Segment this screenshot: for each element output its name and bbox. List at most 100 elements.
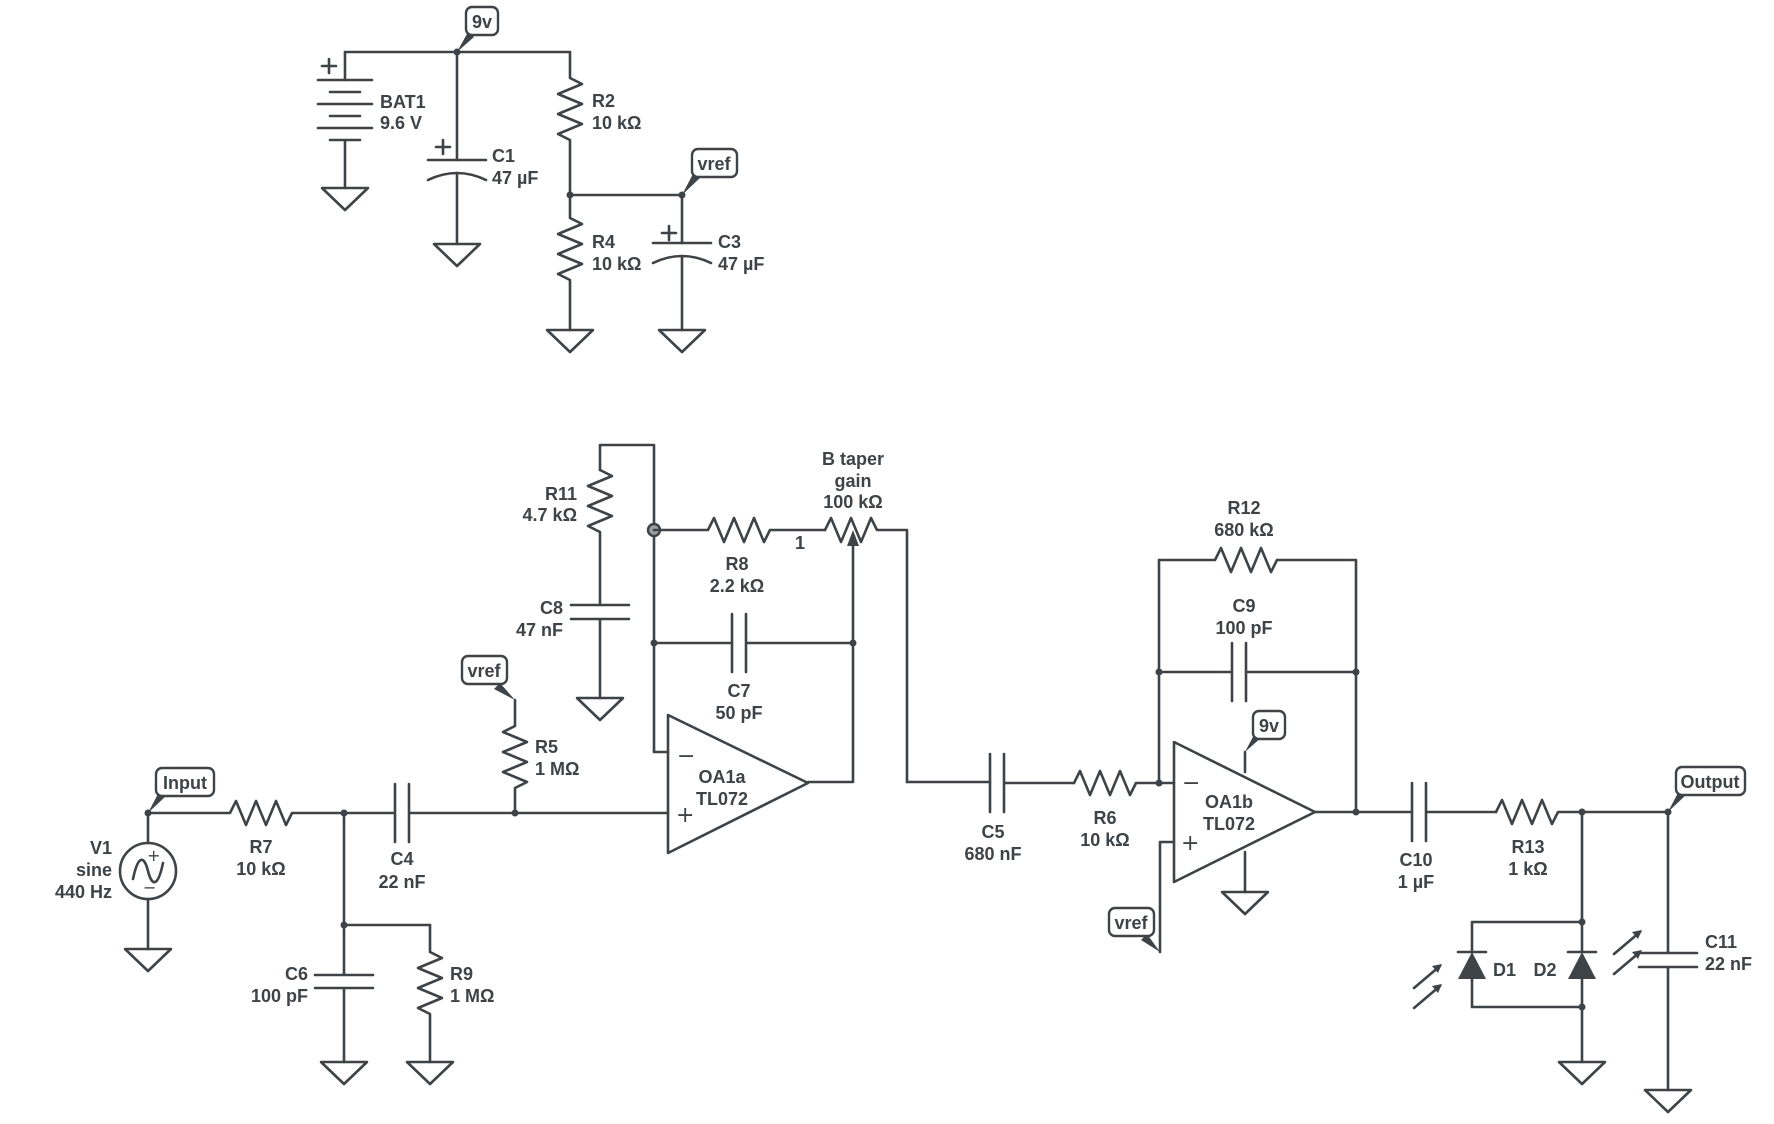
gain-stage-oa1a: − + OA1a TL072 R11 4.7 kΩ C8 47 nF R8 2.…	[516, 443, 992, 855]
c9-value: 100 pF	[1215, 618, 1272, 638]
tag-output-label: Output	[1681, 772, 1740, 792]
tag-9v-opamp-label: 9v	[1259, 716, 1279, 736]
v1-freq: 440 Hz	[55, 882, 112, 902]
svg-text:+: +	[676, 803, 694, 828]
c1-name: C1	[492, 146, 515, 166]
capacitor-c1	[426, 48, 488, 268]
resistor-r7	[146, 799, 346, 827]
capacitor-c8	[569, 603, 631, 722]
c6-value: 100 pF	[251, 986, 308, 1006]
clipping-section: C10 1 µF R13 1 kΩ D1 D2	[1398, 765, 1752, 1114]
pot-line1: B taper	[822, 449, 884, 469]
c11-name: C11	[1705, 932, 1737, 952]
v1-name: V1	[90, 838, 112, 858]
c7-value: 50 pF	[715, 703, 762, 723]
tag-vref-oa1b-label: vref	[1114, 913, 1148, 933]
oa1a-name: OA1a	[698, 767, 746, 787]
svg-text:−: −	[143, 878, 156, 897]
diode-d2	[1566, 920, 1642, 1064]
r2-name: R2	[592, 91, 615, 111]
r8-name: R8	[725, 554, 748, 574]
c4-name: C4	[390, 849, 413, 869]
d1-name: D1	[1493, 960, 1516, 980]
net-tag-9v-opamp: 9v	[1243, 709, 1287, 774]
v1-type: sine	[76, 860, 112, 880]
resistor-r9	[405, 923, 455, 1086]
c5-value: 680 nF	[964, 844, 1021, 864]
resistor-r13	[1494, 798, 1670, 826]
net-tag-vref-top: vref	[682, 147, 739, 195]
c11-value: 22 nF	[1705, 954, 1752, 974]
tag-9v-label: 9v	[472, 12, 492, 32]
r12-value: 680 kΩ	[1214, 520, 1273, 540]
c8-value: 47 nF	[516, 620, 563, 640]
r9-name: R9	[450, 964, 473, 984]
capacitor-c4	[342, 782, 517, 844]
c6-name: C6	[285, 964, 308, 984]
r7-name: R7	[249, 837, 272, 857]
r13-value: 1 kΩ	[1508, 859, 1547, 879]
c10-name: C10	[1399, 850, 1432, 870]
r11-value: 4.7 kΩ	[523, 505, 577, 525]
input-stage: Input + − V1 sine 440 Hz R7 10 kΩ C4 22 …	[55, 654, 670, 1086]
net-tag-9v-top: 9v	[457, 5, 500, 52]
c9-name: C9	[1232, 596, 1255, 616]
svg-text:+: +	[1181, 831, 1199, 856]
diode-d1	[1412, 950, 1584, 1010]
c5-name: C5	[981, 822, 1004, 842]
r4-value: 10 kΩ	[592, 254, 641, 274]
capacitor-c5	[988, 752, 1076, 814]
svg-text:−: −	[1182, 771, 1200, 796]
r12-name: R12	[1227, 498, 1260, 518]
net-tag-vref-oa1b: vref	[1107, 906, 1160, 952]
d2-name: D2	[1533, 960, 1556, 980]
tag-vref-r5-label: vref	[467, 661, 501, 681]
net-tag-input: Input	[144, 766, 216, 817]
svg-text:−: −	[677, 744, 695, 769]
power-supply-section: BAT1 9.6 V C1 47 µF 9v R2 10 kΩ	[316, 5, 764, 354]
output-stage-oa1b: − + OA1b TL072 R12 680 kΩ C9 100 pF 9v	[1107, 498, 1414, 954]
battery-bat1	[316, 50, 374, 212]
net-tag-vref-r5: vref	[460, 654, 515, 700]
net-tag-output: Output	[1668, 765, 1747, 812]
capacitor-c7	[652, 612, 855, 674]
c4-value: 22 nF	[378, 872, 425, 892]
r7-value: 10 kΩ	[236, 859, 285, 879]
capacitor-c3	[651, 193, 713, 354]
r9-value: 1 MΩ	[450, 986, 494, 1006]
r6-value: 10 kΩ	[1080, 830, 1129, 850]
capacitor-c10	[1410, 781, 1498, 843]
resistor-r11	[586, 468, 614, 607]
r11-name: R11	[545, 484, 577, 504]
pot-value: 100 kΩ	[823, 492, 882, 512]
r8-value: 2.2 kΩ	[710, 576, 764, 596]
c10-value: 1 µF	[1398, 872, 1434, 892]
oa1a-part: TL072	[696, 789, 748, 809]
capacitor-c11	[1637, 810, 1699, 1114]
bat1-value: 9.6 V	[380, 113, 422, 133]
c3-value: 47 µF	[718, 254, 764, 274]
coupling-section: C5 680 nF R6 10 kΩ	[964, 752, 1163, 864]
resistor-r2	[556, 50, 584, 197]
tag-vref-top-label: vref	[697, 154, 731, 174]
r2-value: 10 kΩ	[592, 113, 641, 133]
oa1b-name: OA1b	[1205, 792, 1253, 812]
resistor-r8	[652, 516, 827, 544]
pot-pin-label: 1	[795, 533, 805, 553]
r4-name: R4	[592, 232, 615, 252]
oa1b-part: TL072	[1203, 814, 1255, 834]
resistor-r5	[501, 698, 529, 815]
resistor-r6	[1072, 769, 1161, 797]
r5-value: 1 MΩ	[535, 759, 579, 779]
opamp-oa1b: − +	[1172, 740, 1317, 884]
r5-name: R5	[535, 737, 558, 757]
r13-name: R13	[1511, 837, 1544, 857]
pot-line2: gain	[834, 471, 871, 491]
sine-source-v1: + −	[118, 811, 178, 973]
capacitor-c6	[313, 923, 375, 1086]
c3-name: C3	[718, 232, 741, 252]
svg-text:+: +	[147, 846, 160, 865]
capacitor-c9	[1157, 641, 1358, 703]
resistor-r4	[545, 193, 595, 354]
